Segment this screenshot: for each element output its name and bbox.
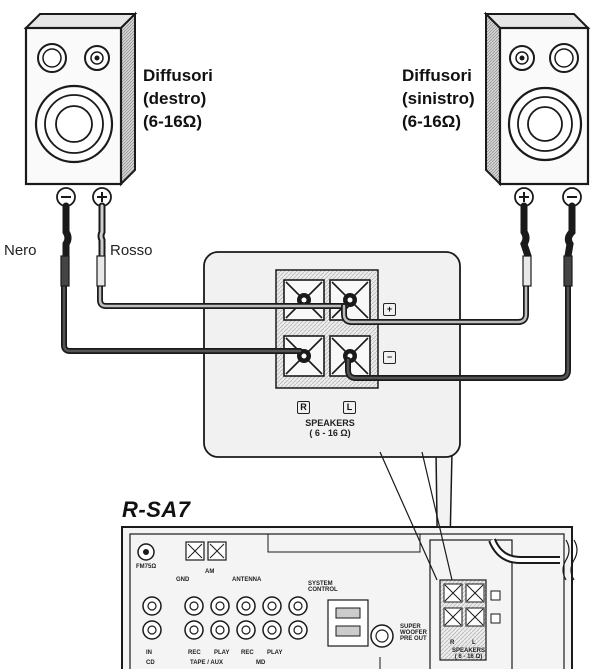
md-label: MD [256, 660, 266, 666]
cd-label: CD [146, 660, 155, 666]
right-speaker-label: Diffusori (destro) (6-16Ω) [143, 66, 213, 131]
mini-speakers-label: SPEAKERS ( 6 - 16 Ω) [452, 648, 486, 660]
play1-label: PLAY [214, 650, 230, 656]
play2-label: PLAY [267, 650, 283, 656]
am-label: AM [205, 569, 215, 575]
rca-jack [262, 596, 282, 616]
super-woofer-label: SUPER WOOFER PRE OUT [400, 624, 427, 642]
rca-jack [210, 596, 230, 616]
rca-jack [288, 620, 308, 640]
fm-label: FM75Ω [136, 564, 157, 570]
rca-jack [288, 596, 308, 616]
plus-terminal-marker: + [383, 299, 396, 317]
black-wire-label: Nero [4, 242, 37, 259]
rca-jack-center [147, 601, 157, 611]
left-speaker [483, 11, 591, 207]
rca-jack-center [267, 601, 277, 611]
rec2-label: REC [241, 650, 254, 656]
terminal-block [283, 279, 371, 377]
rca-jack-center [215, 625, 225, 635]
red-wire-label: Rosso [110, 242, 153, 259]
model-name: R-SA7 [122, 497, 191, 522]
rca-jack [184, 596, 204, 616]
rca-jack-center [293, 625, 303, 635]
rca-jack [210, 620, 230, 640]
left-speaker-minus-icon [562, 187, 582, 207]
rca-jack [236, 620, 256, 640]
rca-jack-center [189, 601, 199, 611]
left-speaker-plus-icon [514, 187, 534, 207]
left-speaker-label: Diffusori (sinistro) (6-16Ω) [402, 66, 475, 131]
rec1-label: REC [188, 650, 201, 656]
rca-jack-center [241, 625, 251, 635]
system-control-label: SYSTEM CONTROL [308, 581, 338, 593]
minus-terminal-marker: − [383, 347, 396, 365]
speaker-wires [61, 202, 576, 381]
rca-jack [142, 620, 162, 640]
rca-jack-center [215, 601, 225, 611]
mini-l-label: L [472, 640, 476, 646]
gnd-label: GND [176, 577, 190, 583]
rca-jack-center [189, 625, 199, 635]
rca-jack-center [241, 601, 251, 611]
rca-jack [236, 596, 256, 616]
channel-l-badge: L [343, 397, 356, 415]
speakers-terminal-label: SPEAKERS ( 6 - 16 Ω) [305, 418, 355, 438]
tape-aux-label: TAPE / AUX [190, 660, 224, 666]
rca-jack [142, 596, 162, 616]
rca-jacks [142, 596, 308, 640]
rca-jack [184, 620, 204, 640]
wire-tips [60, 255, 573, 287]
rca-jack [262, 620, 282, 640]
channel-r-badge: R [297, 397, 310, 415]
rca-jack-center [267, 625, 277, 635]
rca-jack-center [293, 601, 303, 611]
mini-r-label: R [450, 640, 455, 646]
rca-jack-center [147, 625, 157, 635]
antenna-label: ANTENNA [232, 577, 262, 583]
in-label: IN [146, 650, 152, 656]
right-speaker [23, 11, 138, 207]
